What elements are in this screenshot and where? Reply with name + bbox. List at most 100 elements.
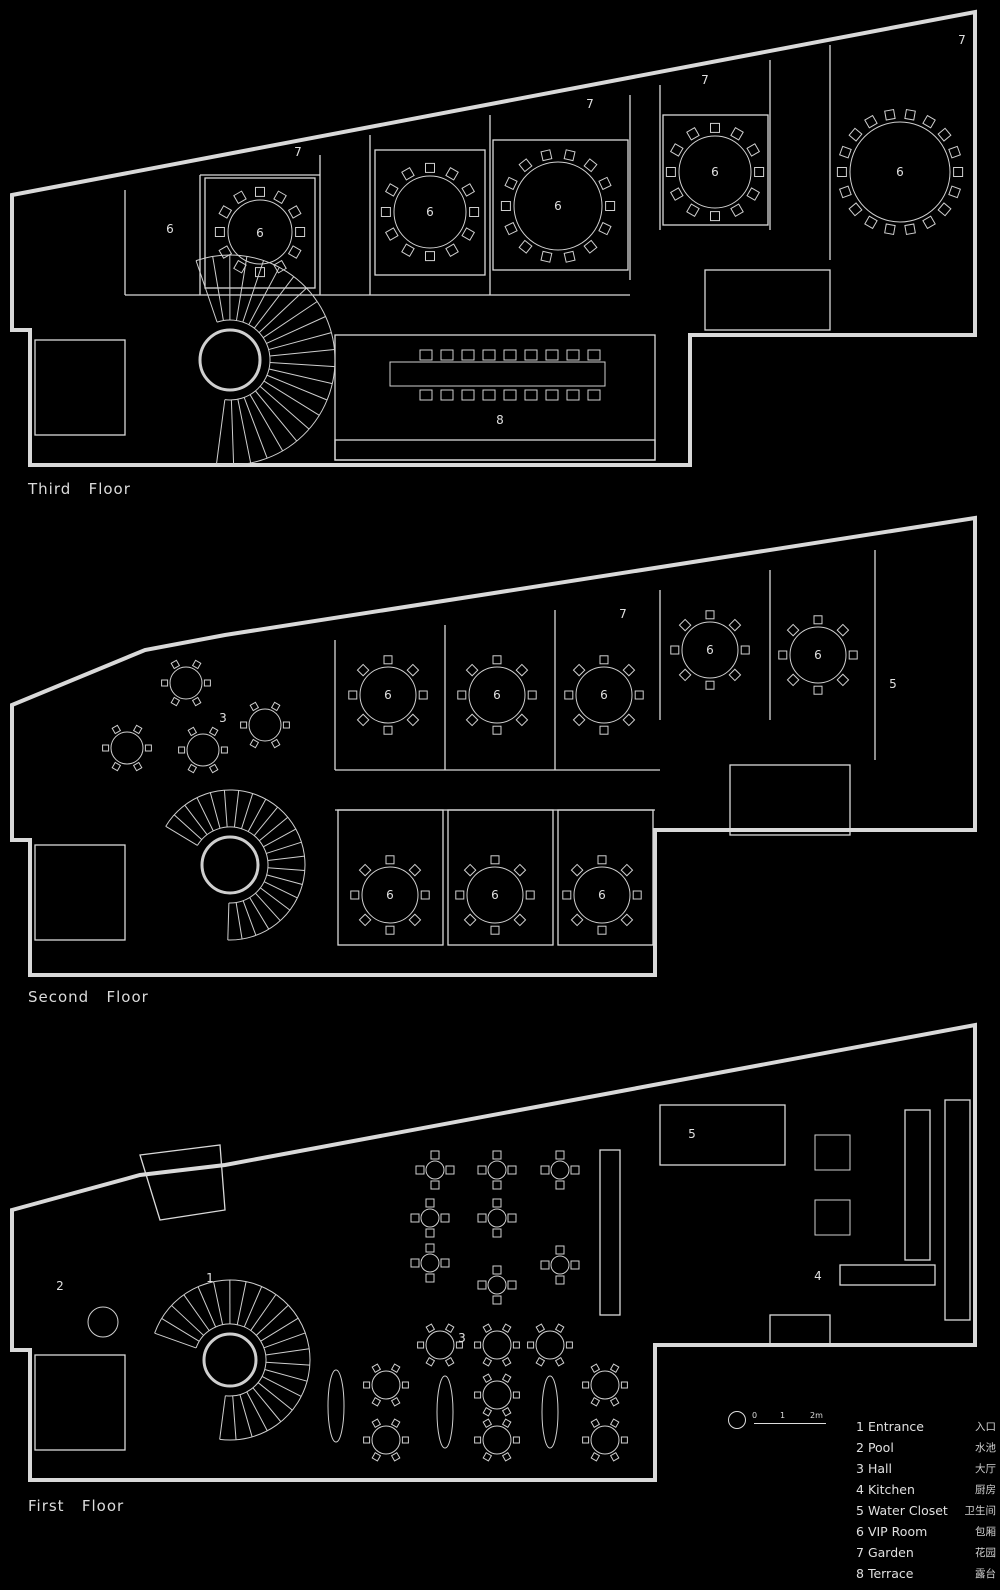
lift-core	[34, 339, 126, 436]
chair	[620, 913, 634, 927]
chair	[270, 701, 281, 712]
hall-table	[477, 1198, 517, 1238]
stair-tread	[263, 881, 298, 899]
stair-tread	[265, 1348, 310, 1356]
stair-tread	[183, 1294, 210, 1331]
chair	[461, 389, 475, 401]
table-top	[575, 666, 633, 724]
legend-item-zh: 厨房	[975, 1484, 996, 1496]
chair	[273, 259, 287, 274]
chair	[587, 389, 601, 401]
chair	[249, 738, 260, 749]
chair	[527, 1341, 535, 1349]
table-top	[487, 1208, 507, 1228]
label-pool: 2	[56, 1279, 64, 1293]
stair-tread	[268, 332, 332, 351]
table-top	[371, 1370, 401, 1400]
label-garden: 7	[586, 97, 594, 111]
chair	[425, 251, 435, 262]
chair	[665, 167, 676, 177]
chair	[390, 1418, 401, 1428]
chair	[384, 227, 399, 241]
stair-tread	[268, 368, 333, 385]
vip-table	[778, 615, 858, 695]
chair	[461, 183, 476, 197]
stair-tread	[263, 380, 320, 416]
chair	[597, 855, 607, 865]
chair	[273, 190, 287, 205]
chair	[572, 713, 586, 727]
chair	[599, 655, 609, 665]
chair	[740, 645, 750, 655]
chair	[501, 1373, 512, 1383]
chair	[425, 1357, 436, 1367]
chair	[187, 726, 198, 737]
chair	[669, 143, 684, 157]
chair	[501, 1407, 512, 1417]
chair	[420, 890, 430, 900]
legend-item-label: 8 Terrace	[856, 1566, 914, 1581]
hall-table	[540, 1245, 580, 1285]
wc-block	[659, 1104, 786, 1166]
table-top	[482, 1330, 512, 1360]
chair	[904, 223, 916, 236]
lift-core	[34, 844, 126, 941]
chair	[218, 205, 233, 219]
chair	[686, 203, 700, 218]
furniture-layer	[87, 108, 964, 1462]
chair	[380, 207, 391, 217]
stair-tread	[260, 887, 291, 911]
table-top	[371, 1425, 401, 1455]
chair	[455, 1341, 463, 1349]
stair-tread	[253, 806, 279, 836]
scale-bar-line	[754, 1423, 826, 1424]
stair-tread	[196, 797, 214, 832]
chair	[705, 680, 715, 690]
stair-tread	[215, 399, 226, 465]
chair	[540, 149, 553, 162]
chair	[490, 925, 500, 935]
stair-tread	[241, 793, 254, 829]
chair	[527, 690, 537, 700]
service-room	[729, 764, 851, 836]
chair	[482, 1323, 493, 1333]
kitchen-island	[814, 1134, 851, 1171]
chair	[545, 349, 559, 361]
chair	[490, 855, 500, 865]
chair	[371, 1452, 382, 1462]
walls-layer	[10, 9, 977, 1482]
chair	[515, 663, 529, 677]
chair	[678, 668, 692, 682]
chair	[385, 855, 395, 865]
chair	[848, 202, 863, 217]
stair-tread	[165, 825, 198, 846]
chair	[583, 239, 598, 254]
chair	[507, 1213, 517, 1223]
stair-tread	[235, 256, 248, 321]
vip-table	[380, 162, 480, 262]
chair	[513, 863, 527, 877]
chair	[513, 913, 527, 927]
stair-tread	[154, 1332, 197, 1349]
chair	[535, 1323, 546, 1333]
chair	[620, 1381, 628, 1389]
chair	[597, 925, 607, 935]
chair	[590, 1452, 601, 1462]
hall-table	[363, 1363, 409, 1407]
label-hall: 3	[219, 711, 227, 725]
label-vip: 6	[384, 688, 392, 702]
chair	[425, 1323, 436, 1333]
chair	[728, 618, 742, 632]
bar-table	[436, 1375, 454, 1449]
chair	[622, 713, 636, 727]
chair	[406, 713, 420, 727]
chair	[170, 659, 181, 670]
chair	[208, 726, 219, 737]
chair	[570, 863, 584, 877]
legend-item-label: 2 Pool	[856, 1440, 894, 1455]
table-top	[678, 135, 752, 209]
